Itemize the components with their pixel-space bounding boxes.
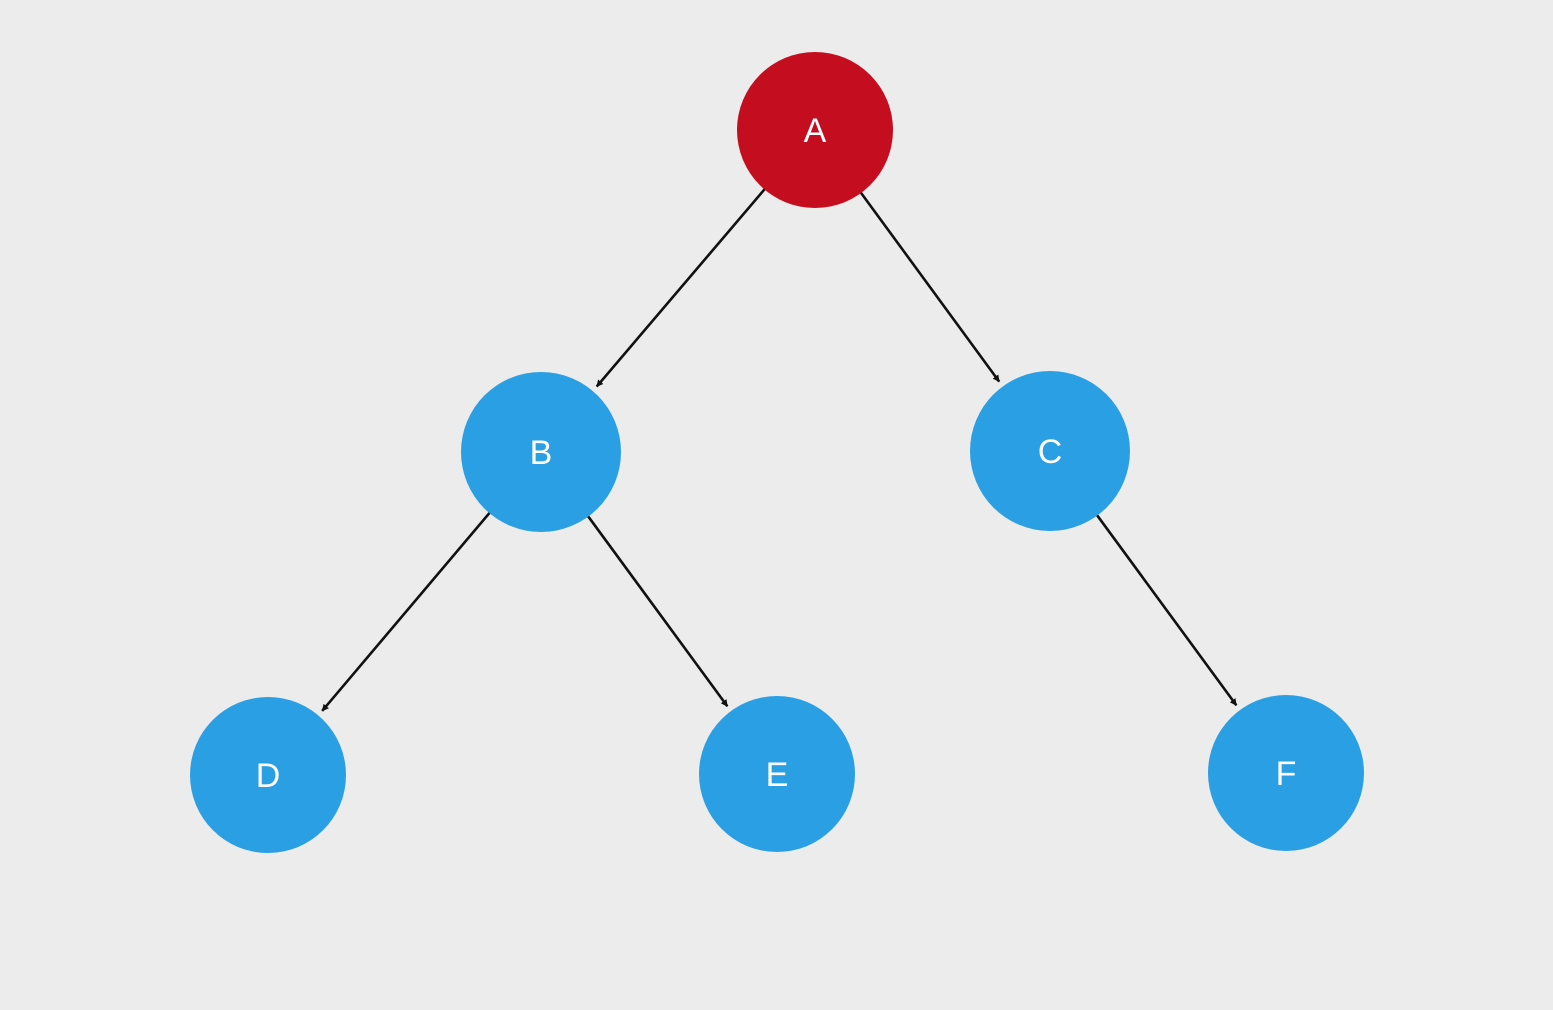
nodes-layer: A B C D E F	[190, 52, 1364, 853]
edge-c-f	[1091, 508, 1238, 707]
edge-a-c	[855, 185, 1001, 383]
node-e-label: E	[766, 756, 789, 794]
node-a-circle	[737, 52, 893, 208]
node-a-label: A	[804, 112, 827, 150]
node-d-label: D	[256, 757, 281, 795]
edge-b-e	[582, 509, 729, 708]
node-e: E	[699, 696, 855, 852]
node-f: F	[1208, 695, 1364, 851]
node-b: B	[461, 372, 621, 532]
node-a: A	[737, 52, 893, 208]
node-b-label: B	[530, 434, 553, 472]
node-e-circle	[699, 696, 855, 852]
node-f-label: F	[1276, 755, 1297, 793]
node-d: D	[190, 697, 346, 853]
node-f-circle	[1208, 695, 1364, 851]
edge-b-d	[321, 506, 496, 712]
node-c-label: C	[1038, 433, 1063, 471]
edges-layer	[321, 182, 1238, 712]
node-c: C	[970, 371, 1130, 531]
node-b-circle	[461, 372, 621, 532]
node-d-circle	[190, 697, 346, 853]
node-c-circle	[970, 371, 1130, 531]
edge-a-b	[595, 182, 771, 388]
